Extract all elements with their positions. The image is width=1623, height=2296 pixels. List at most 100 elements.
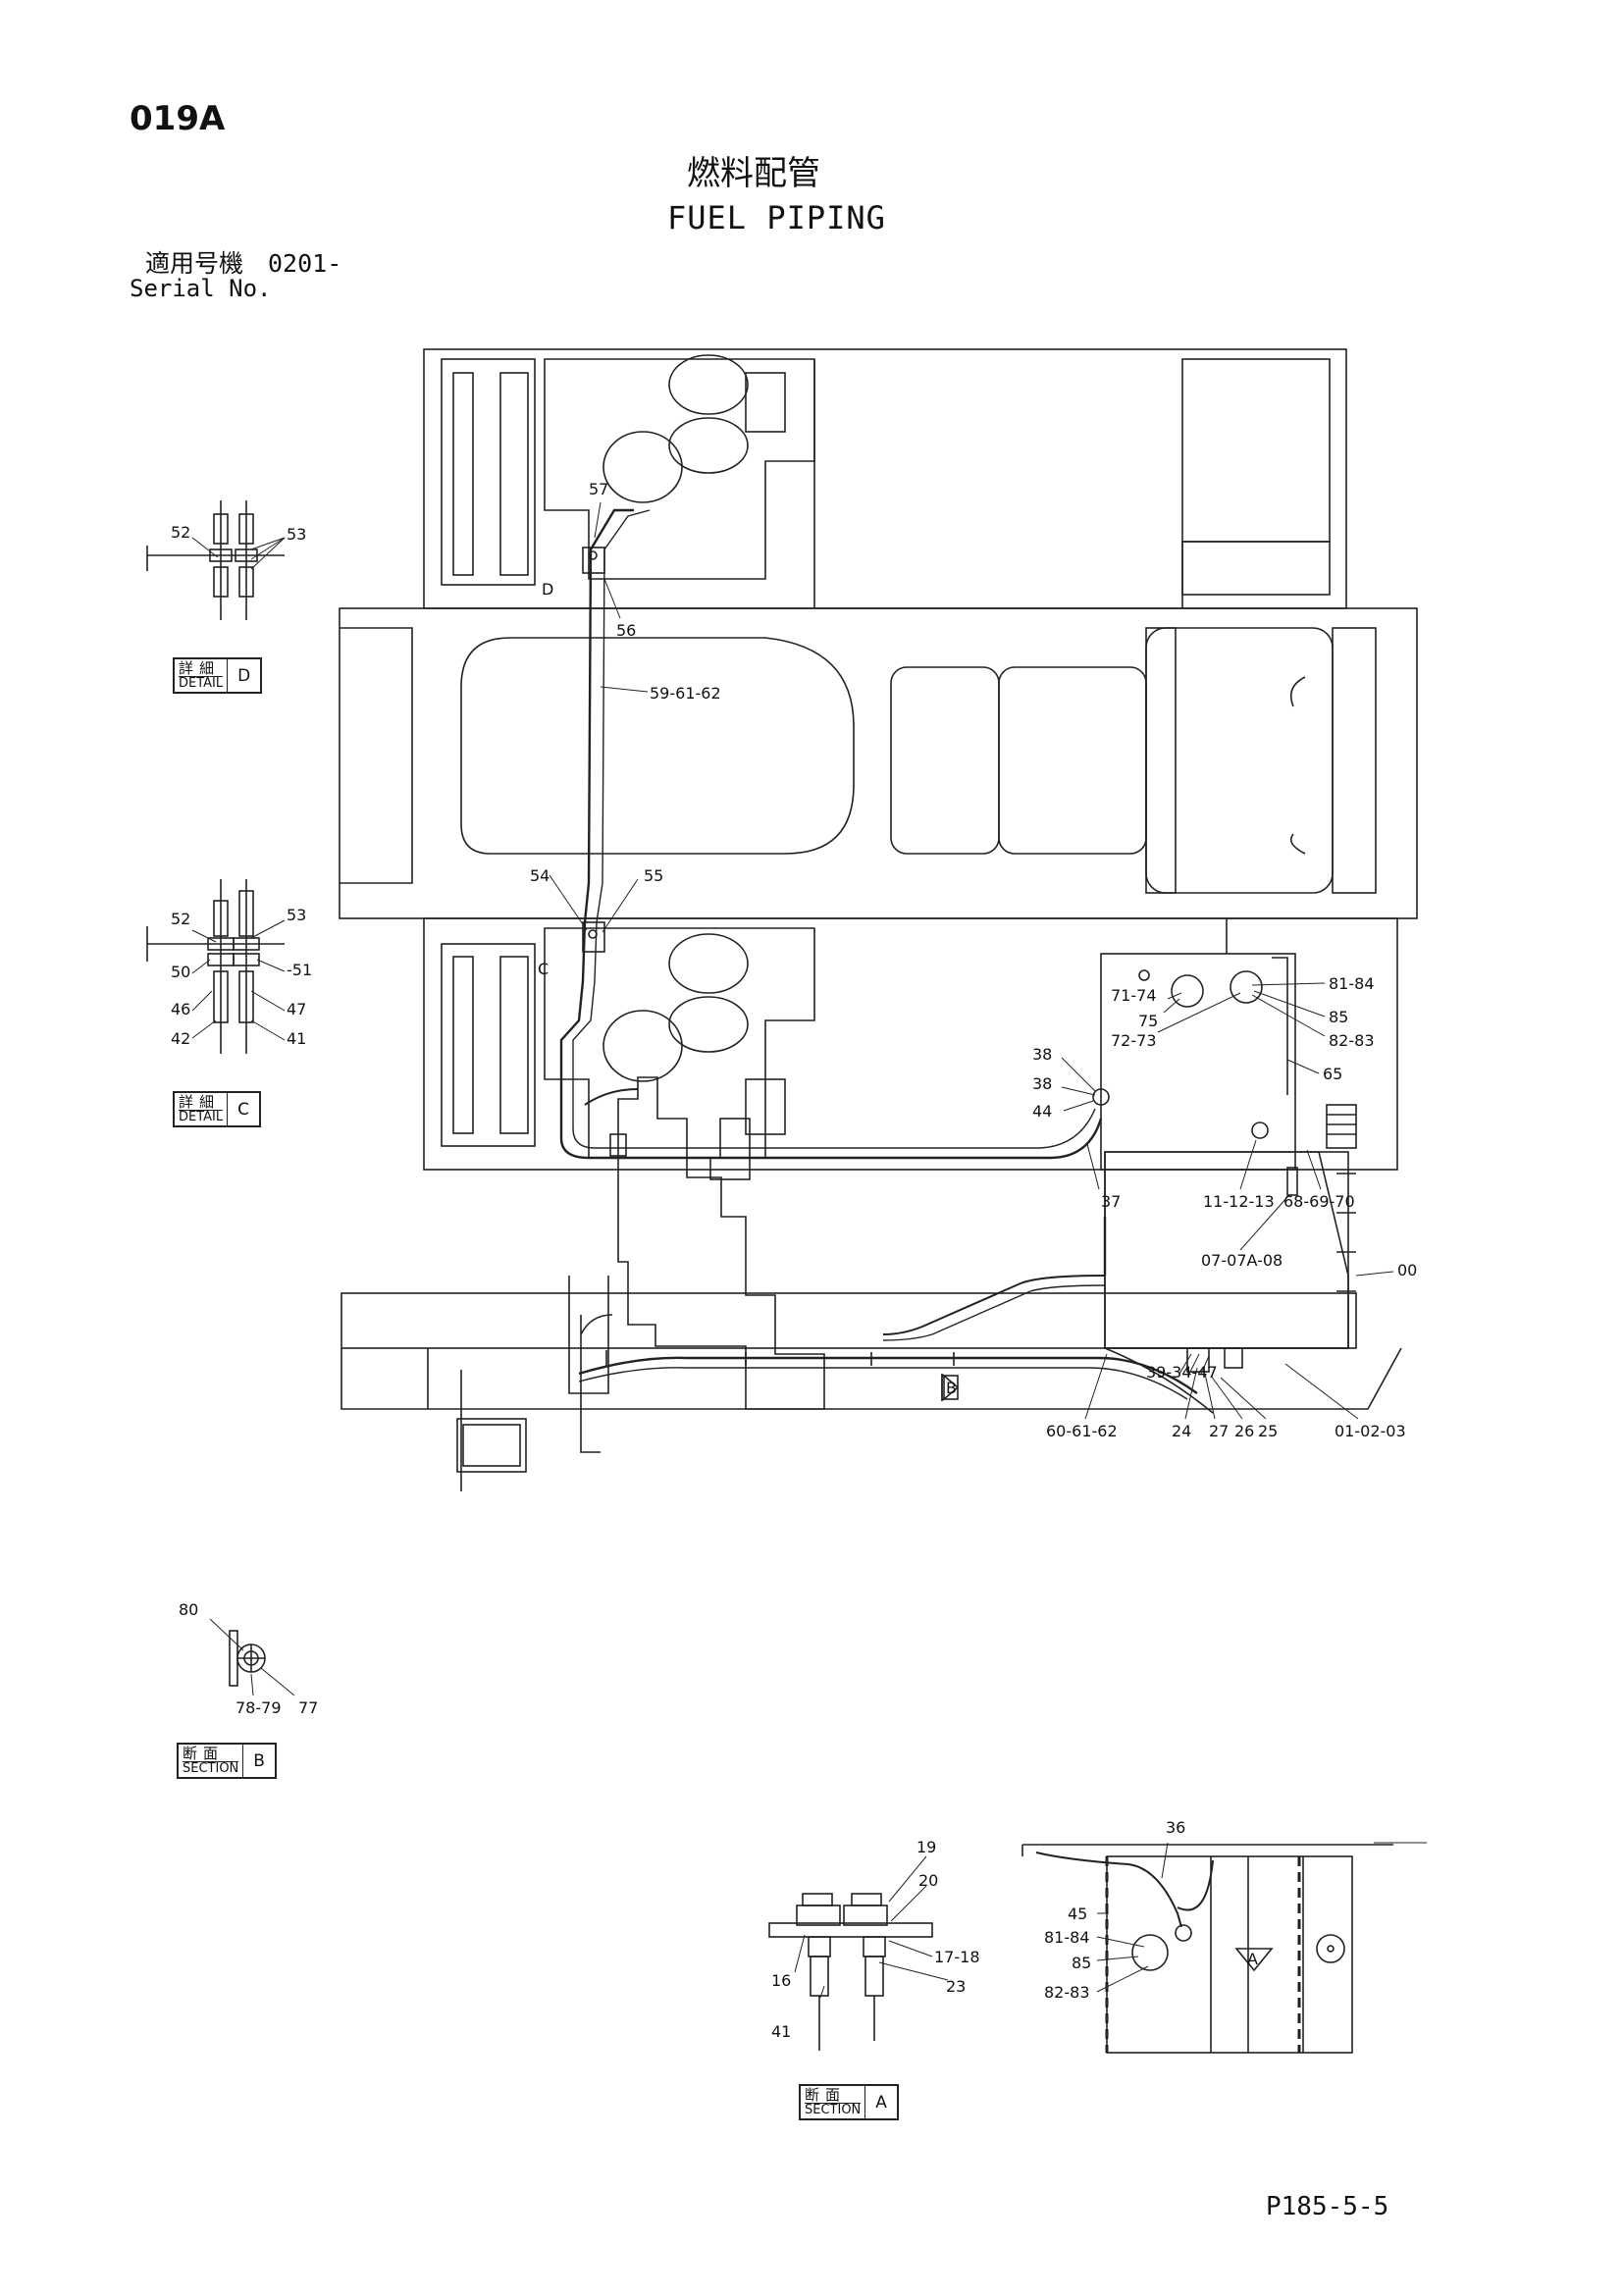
callout: 50	[171, 963, 190, 981]
callout: 75	[1138, 1012, 1158, 1030]
section-a-label-en: SECTION	[805, 2103, 862, 2117]
serial-label: Serial No.	[130, 275, 272, 302]
side-frame-top	[340, 1292, 1357, 1349]
callout: 54	[530, 866, 550, 885]
section-a-pipe	[1035, 1852, 1182, 1928]
page-title: FUEL PIPING	[667, 199, 886, 236]
callout: 72-73	[1111, 1031, 1157, 1050]
section-a-gauge	[1131, 1934, 1169, 1971]
tank-vent	[1286, 1167, 1298, 1196]
page-title-japanese: 燃料配管	[687, 154, 820, 193]
callout: 47	[287, 1000, 306, 1018]
side-fuel-line	[578, 1356, 1198, 1394]
view-marker-a: A	[1247, 1950, 1258, 1968]
callout: 20	[918, 1871, 938, 1890]
side-fuel-tank	[1104, 1151, 1349, 1349]
upper-radiator	[441, 358, 536, 586]
callout: 46	[171, 1000, 190, 1018]
center-chassis	[339, 607, 1418, 919]
page-reference: P185-5-5	[1266, 2192, 1389, 2221]
plan-view	[339, 348, 1418, 1171]
side-engine-block	[617, 1076, 825, 1410]
side-radiator	[456, 1418, 527, 1473]
callout: 80	[179, 1600, 198, 1619]
callout: 81-84	[1329, 974, 1375, 993]
callout: 71-74	[1111, 986, 1157, 1005]
callout: 26	[1234, 1422, 1254, 1440]
detail-c-label-jp: 詳細	[179, 1093, 221, 1111]
section-b-drawing	[209, 1618, 295, 1696]
callout: 78-79	[236, 1698, 282, 1717]
section-b-letter: B	[253, 1750, 265, 1771]
callout: 01-02-03	[1335, 1422, 1406, 1440]
section-a-tank	[1021, 1842, 1393, 2054]
callout: 38	[1032, 1045, 1052, 1064]
view-marker-b: B	[946, 1379, 957, 1397]
view-marker-c: C	[538, 960, 549, 978]
tank-connector	[1092, 1088, 1110, 1106]
callout: 42	[171, 1029, 190, 1048]
detail-d-label-jp: 詳細	[179, 659, 221, 677]
callout: 07-07A-08	[1201, 1251, 1283, 1270]
detail-d-label-en: DETAIL	[179, 676, 224, 691]
callout: 37	[1101, 1192, 1121, 1211]
serial-label-japanese: 適用号機 0201-	[145, 249, 342, 278]
section-a-fitting	[768, 1855, 949, 2051]
callout: 57	[589, 480, 608, 498]
side-elevation	[340, 1076, 1402, 1491]
callout: 38	[1032, 1074, 1052, 1093]
upper-tank	[1181, 358, 1331, 543]
tank-gauge-left	[1171, 974, 1204, 1008]
view-marker-d: D	[542, 580, 553, 599]
callout: 53	[287, 906, 306, 924]
callout: 65	[1323, 1065, 1342, 1083]
detail-c-letter: C	[237, 1099, 250, 1120]
section-b-label-en: SECTION	[183, 1761, 239, 1776]
section-b-label-jp: 断面	[183, 1745, 225, 1762]
upper-frame	[423, 348, 1347, 609]
section-a-tank-body	[1106, 1855, 1353, 2054]
callout: 39-34-47	[1146, 1363, 1218, 1382]
detail-d-drawing	[146, 500, 286, 620]
callout: 82-83	[1044, 1983, 1090, 2002]
callout: 82-83	[1329, 1031, 1375, 1050]
callout: 25	[1258, 1422, 1278, 1440]
callout: 85	[1072, 1954, 1091, 1972]
fuel-line-return	[572, 509, 1096, 1149]
callout: 55	[644, 866, 663, 885]
callout: 81-84	[1044, 1928, 1090, 1947]
fuel-line-main	[559, 508, 1103, 1160]
tank-vent-line	[1272, 957, 1288, 1095]
callout: 27	[1209, 1422, 1229, 1440]
callout: 77	[298, 1698, 318, 1717]
callout: 11-12-13	[1203, 1192, 1275, 1211]
callout: 41	[287, 1029, 306, 1048]
callout: 59-61-62	[650, 684, 721, 703]
detail-c-drawing	[146, 879, 286, 1054]
callout: 45	[1068, 1905, 1087, 1923]
callout: 56	[616, 621, 636, 640]
callout: 68-69-70	[1283, 1192, 1355, 1211]
callout: 17-18	[934, 1948, 980, 1966]
center-cab-outline	[460, 637, 855, 855]
tank-gauge-right	[1230, 970, 1263, 1004]
callout: 44	[1032, 1102, 1052, 1121]
callout: 23	[946, 1977, 966, 1996]
upper-engine	[544, 358, 815, 580]
section-a-letter: A	[875, 2092, 887, 2113]
callout: 00	[1397, 1261, 1417, 1279]
page-code: 019A	[130, 99, 226, 138]
detail-d-letter: D	[237, 665, 251, 686]
callout: -51	[287, 961, 312, 979]
callout: 52	[171, 910, 190, 928]
lower-radiator	[441, 943, 536, 1147]
callout: 36	[1166, 1818, 1185, 1837]
fuel-tank-plan	[1100, 953, 1296, 1171]
lower-frame	[423, 917, 1398, 1171]
callout: 53	[287, 525, 306, 544]
